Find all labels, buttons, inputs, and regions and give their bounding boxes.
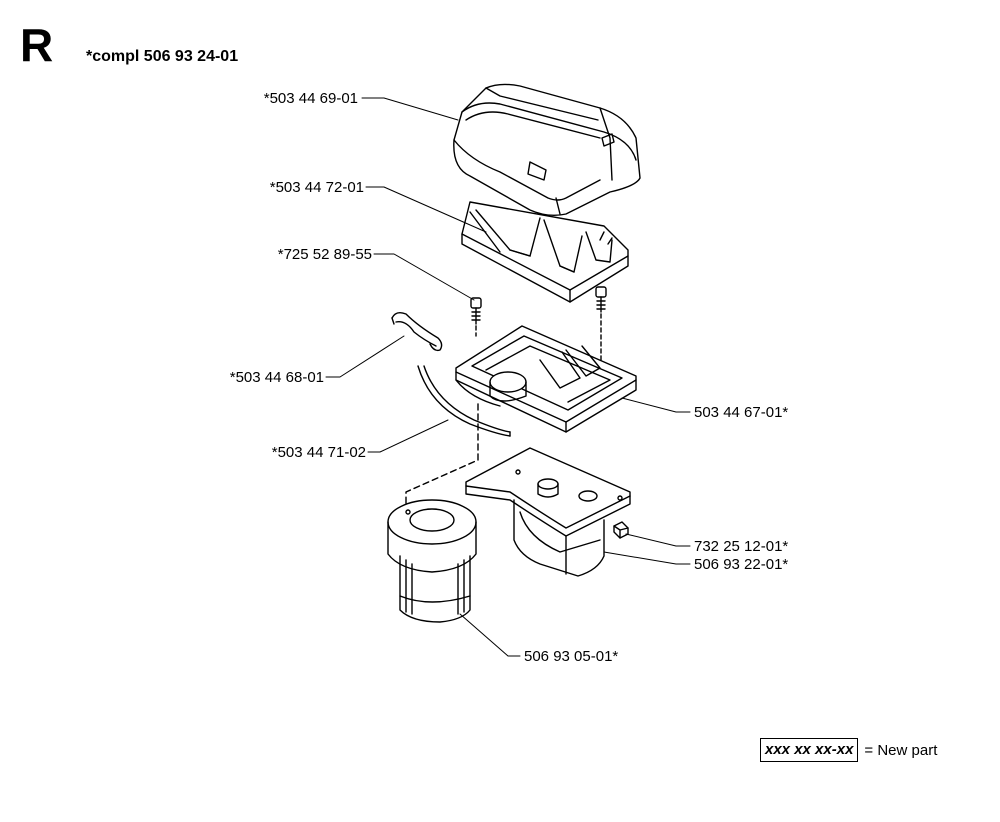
assembly-title: *compl 506 93 24-01 [86,48,239,65]
alignment-line [405,403,479,509]
leader-lines [325,97,691,657]
filter-holder-part [461,201,629,303]
nut-part [613,521,629,539]
section-letter: R [20,19,54,71]
label-cover: *503 44 69-01 [263,90,358,107]
legend-text: = New part [864,741,938,759]
label-seal-strip: *503 44 71-02 [271,444,366,461]
label-prefilter: 506 93 05-01* [524,648,619,665]
label-nut: 732 25 12-01* [694,538,789,555]
label-screw: *725 52 89-55 [277,246,372,263]
label-filter-base: 503 44 67-01* [694,404,789,421]
screw-right [595,286,607,371]
filter-base-part [455,325,637,433]
seal-strip-part [417,365,511,437]
legend-sample: xxx xx xx-xx [760,738,859,762]
cover-part [453,83,641,217]
bracket-part [465,447,631,577]
label-bracket: 506 93 22-01* [694,556,789,573]
screw-left [470,297,482,337]
label-clip: *503 44 68-01 [229,369,324,386]
prefilter-part [387,499,477,623]
label-filter-holder: *503 44 72-01 [269,179,364,196]
legend: xxx xx xx-xx = New part [760,737,937,763]
clip-part [391,311,443,352]
